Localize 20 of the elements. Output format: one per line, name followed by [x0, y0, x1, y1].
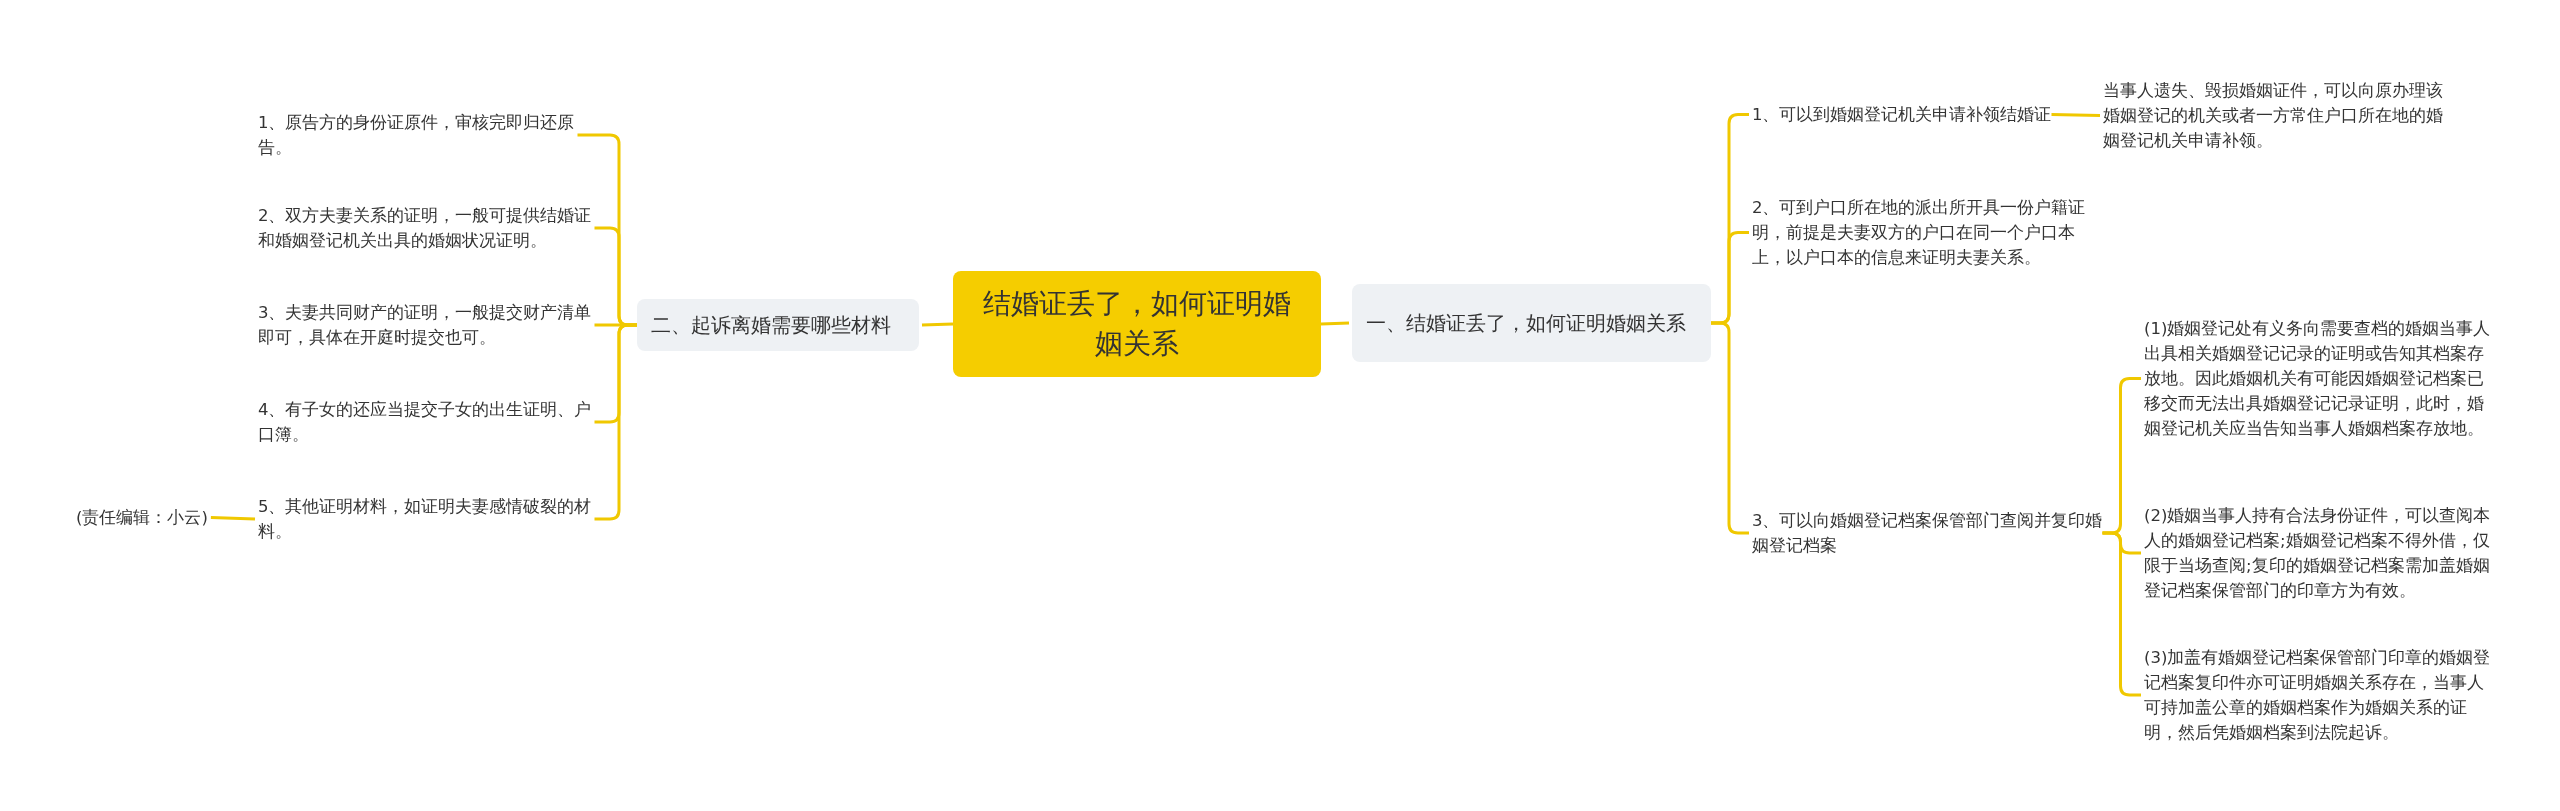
topic-text: 3、可以向婚姻登记档案保管部门查阅并复印婚姻登记档案: [1752, 508, 2104, 558]
editor-note: (责任编辑：小云): [76, 505, 226, 530]
central-topic-box: 结婚证丢了，如何证明婚姻关系: [953, 271, 1321, 377]
topic-box: 二、起诉离婚需要哪些材料: [637, 299, 919, 351]
topic-box: 一、结婚证丢了，如何证明婚姻关系: [1352, 284, 1711, 362]
topic-text: (3)加盖有婚姻登记档案保管部门印章的婚姻登记档案复印件亦可证明婚姻关系存在，当事人可持加盖公章的婚姻档案作为婚姻关系的证明，然后凭婚姻档案到法院起诉。: [2144, 645, 2496, 745]
connector-line: [2051, 113, 2101, 117]
topic-text: 4、有子女的还应当提交子女的出生证明、户口簿。: [258, 397, 603, 447]
topic-text: 3、夫妻共同财产的证明，一般提交财产清单即可，具体在开庭时提交也可。: [258, 300, 603, 350]
topic-text: 当事人遗失、毁损婚姻证件，可以向原办理该婚姻登记的机关或者一方常住户口所在地的婚姻登记机关申请补领。: [2103, 78, 2455, 153]
topic-text: 5、其他证明材料，如证明夫妻感情破裂的材料。: [258, 494, 603, 544]
connector-line: [1320, 321, 1350, 326]
connector-line: [921, 322, 954, 327]
topic-text: 1、原告方的身份证原件，审核完即归还原告。: [258, 110, 603, 160]
topic-text: 1、可以到婚姻登记机关申请补领结婚证: [1752, 102, 2070, 127]
connector-line: [210, 516, 256, 521]
topic-text: 2、双方夫妻关系的证明，一般可提供结婚证和婚姻登记机关出具的婚姻状况证明。: [258, 203, 603, 253]
topic-text: (1)婚姻登记处有义务向需要查档的婚姻当事人出具相关婚姻登记记录的证明或告知其档案存放地。因此婚姻机关有可能因婚姻登记档案已移交而无法出具婚姻登记记录证明，此时，婚姻登记机关应当告知当事人婚姻档案存放地。: [2144, 316, 2496, 441]
topic-text: (2)婚姻当事人持有合法身份证件，可以查阅本人的婚姻登记档案;婚姻登记档案不得外借，仅限于当场查阅;复印的婚姻登记档案需加盖婚姻登记档案保管部门的印章方为有效。: [2144, 503, 2496, 603]
topic-text: 2、可到户口所在地的派出所开具一份户籍证明，前提是夫妻双方的户口在同一个户口本上，以户口本的信息来证明夫妻关系。: [1752, 195, 2104, 270]
